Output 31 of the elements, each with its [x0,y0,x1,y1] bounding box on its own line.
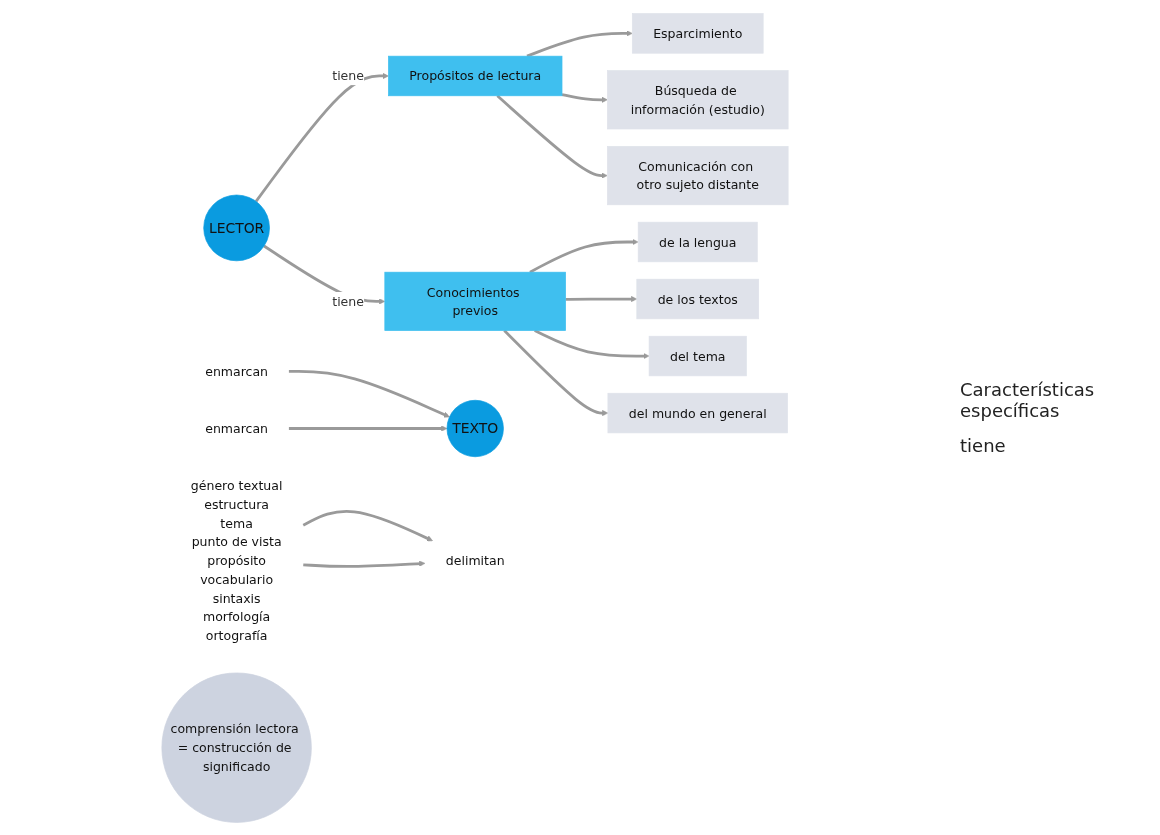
arrow [302,509,433,541]
node-box: Esparcimiento [631,12,764,54]
node-box: Conocimientos previos [384,271,566,331]
arrow [496,94,608,179]
arrow [529,238,639,273]
node-text: género textual estructura tema punto de vista propósito vocabulario sintaxis morfología ortografía [190,477,283,643]
arrow [288,369,450,417]
node-box: Propósitos de lectura [388,55,563,96]
note-text: tiene [960,435,1007,456]
node-box: Búsqueda de información (estudio) [607,69,789,129]
node-box: del mundo en general [607,392,788,433]
arrow [288,424,448,432]
node-circle: LECTOR [203,194,270,261]
node-box: de los textos [636,278,760,319]
node-text: enmarcan [205,420,269,436]
node-text: delimitan [445,552,505,568]
node-box: de la lengua [637,221,758,262]
note-text: Características específicas [960,379,1096,421]
node-box: del tema [648,335,747,376]
node-circle: TEXTO [446,399,504,457]
arrow [503,329,609,416]
arrow [303,560,426,568]
edge-label: tiene [332,68,364,83]
node-text: enmarcan [205,363,269,379]
arrow [565,295,638,302]
arrow [526,29,633,57]
arrow [561,92,608,103]
arrow [254,72,389,202]
node-box: Comunicación con otro sujeto distante [607,145,789,205]
node-circle: comprensión lectora = construcción de significado [161,672,312,823]
edge-label: tiene [332,293,364,309]
